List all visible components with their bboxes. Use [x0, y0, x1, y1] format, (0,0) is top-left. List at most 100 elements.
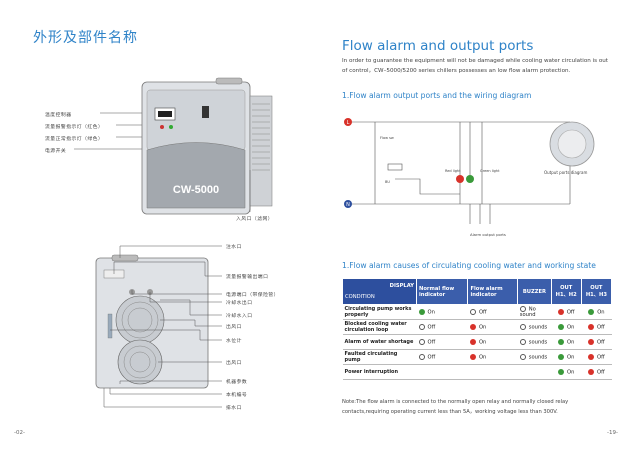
- model-label: CW-5000: [173, 184, 219, 196]
- note-text: Note:The flow alarm is connected to the …: [342, 399, 569, 415]
- table-cell: On: [581, 304, 612, 320]
- table-cell: Off: [581, 334, 612, 350]
- red-indicator-icon: [588, 353, 595, 360]
- bu-label: BU: [385, 180, 390, 184]
- gray-indicator-icon: [469, 308, 476, 315]
- gray-indicator-icon: [418, 338, 425, 345]
- red-indicator-icon: [588, 323, 595, 330]
- page-title-cn: 外形及部件名称: [33, 30, 138, 46]
- green-indicator-icon: [558, 353, 564, 360]
- table-cell: Off: [551, 304, 582, 320]
- green-indicator-icon: [558, 338, 564, 345]
- condition-cell: Alarm of water shortage: [342, 334, 417, 350]
- table-cell: Off: [581, 364, 612, 380]
- gray-indicator-icon: [418, 353, 425, 360]
- table-cell: [467, 364, 518, 380]
- gray-indicator-icon: [519, 338, 526, 345]
- table-cell: sounds: [517, 334, 552, 350]
- label-machine-params: 机器参数: [226, 380, 248, 385]
- green-light-label: Green light: [480, 169, 500, 173]
- label-alarm-port: 流量报警输出端口: [226, 275, 269, 280]
- table-cell: sounds: [517, 319, 552, 335]
- cell-text: On: [567, 339, 575, 346]
- header-display-condition: DISPLAY CONDITION: [342, 278, 417, 305]
- table-row: Faulted circulating pump Off On sounds On Off: [342, 349, 612, 365]
- label-temp-controller: 温度控制器: [45, 113, 72, 118]
- flow-sw-label: Flow sw: [380, 136, 394, 140]
- green-indicator-icon: [558, 368, 564, 375]
- cell-text: On: [478, 354, 487, 361]
- page-number-right: -19-: [607, 430, 618, 436]
- cell-text: On: [427, 309, 435, 316]
- output-ports-label: Output ports diagram: [544, 170, 587, 175]
- gray-indicator-icon: [519, 323, 526, 330]
- condition-cell: Faulted circulating pump: [342, 349, 417, 365]
- cell-text: Off: [566, 309, 575, 316]
- section-2-heading: 1.Flow alarm causes of circulating cooli…: [342, 261, 596, 270]
- red-indicator-icon: [469, 338, 476, 345]
- green-indicator-icon: [588, 308, 595, 315]
- cell-text: Off: [427, 324, 436, 331]
- label-cool-out: 冷却水出口: [226, 301, 253, 306]
- table-cell: On: [551, 334, 582, 350]
- label-normal-light: 流量正常指示灯（绿色）: [45, 137, 104, 142]
- table-cell: Off: [416, 349, 468, 365]
- table-cell: No sound: [517, 304, 552, 320]
- red-indicator-icon: [588, 368, 595, 375]
- label-water-inlet: 注水口: [226, 245, 242, 250]
- table-cell: sounds: [517, 349, 552, 365]
- page-title-en: Flow alarm and output ports: [342, 38, 534, 54]
- table-header-row: DISPLAY CONDITION Normal flow indicator …: [342, 278, 613, 305]
- label-cool-in: 冷却水入口: [226, 314, 253, 319]
- cell-text: sounds: [528, 324, 548, 331]
- header-out-h1h2: OUT H1、H2: [550, 278, 582, 305]
- cell-text: sounds: [528, 339, 548, 346]
- label-air-intake: 入风口（滤网）: [236, 217, 274, 222]
- table-cell: On: [551, 349, 582, 365]
- diagram-n: N: [346, 202, 350, 208]
- label-serial-number: 本机编号: [226, 393, 248, 398]
- red-indicator-icon: [469, 323, 476, 330]
- table-cell: On: [467, 319, 518, 335]
- alarm-ports-label: Alarm output ports: [470, 232, 506, 237]
- header-buzzer: BUZZER: [517, 278, 552, 305]
- table-cell: Off: [416, 319, 468, 335]
- header-out-h1h3: OUT H1、H3: [580, 278, 613, 305]
- cell-text: On: [567, 369, 575, 376]
- condition-cell: Power interruption: [342, 364, 417, 380]
- table-cell: [517, 364, 552, 380]
- cell-text: On: [567, 354, 575, 361]
- gray-indicator-icon: [418, 323, 425, 330]
- cell-text: Off: [427, 354, 436, 361]
- green-indicator-icon: [558, 323, 564, 330]
- table-cell: On: [467, 349, 518, 365]
- header-display: DISPLAY: [389, 283, 414, 289]
- label-level-gauge: 水位计: [226, 339, 242, 344]
- header-normal-flow: Normal flow indicator: [415, 278, 469, 305]
- green-indicator-icon: [418, 308, 425, 315]
- cell-text: Off: [597, 339, 605, 346]
- section-1-heading: 1.Flow alarm output ports and the wiring…: [342, 91, 532, 100]
- cell-text: Off: [597, 369, 605, 376]
- gray-indicator-icon: [519, 353, 526, 360]
- diagram-l: L: [347, 120, 350, 126]
- cell-text: On: [478, 339, 487, 346]
- cell-text: On: [567, 324, 575, 331]
- table-cell: [416, 364, 468, 380]
- cell-text: On: [478, 324, 487, 331]
- label-air-out-1: 出风口: [226, 325, 242, 330]
- table-cell: Off: [581, 349, 612, 365]
- red-indicator-icon: [469, 353, 476, 360]
- label-alarm-light: 流量报警指示灯（红色）: [45, 125, 104, 130]
- label-drain: 排水口: [226, 406, 242, 411]
- page-number-left: -02-: [14, 430, 25, 436]
- label-power-port: 电源端口（带保险管）: [226, 293, 279, 298]
- table-cell: On: [416, 304, 468, 320]
- header-flow-alarm: Flow alarm indicator: [467, 278, 519, 305]
- red-light-label: Red light: [445, 169, 461, 173]
